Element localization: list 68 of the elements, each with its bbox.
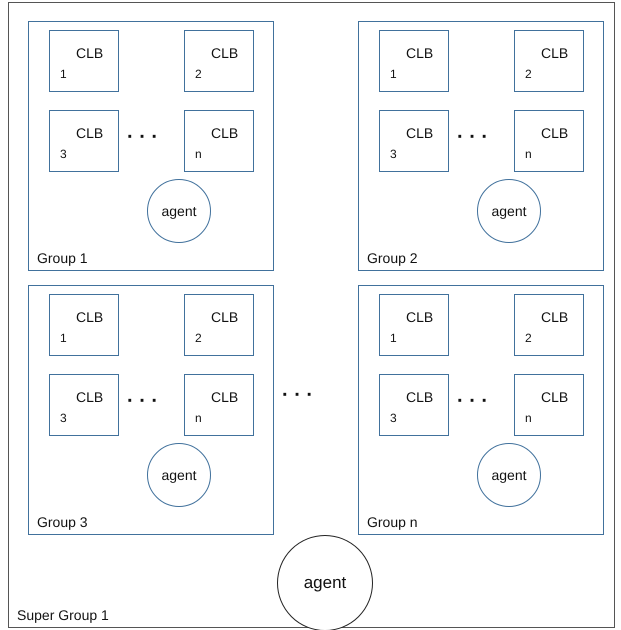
agent-label: agent xyxy=(491,203,527,219)
group-box xyxy=(28,21,274,271)
block-label: CLB xyxy=(541,309,568,325)
block-label: CLB xyxy=(211,309,238,325)
group-box xyxy=(358,21,604,271)
group-box xyxy=(28,285,274,535)
block-label: CLB xyxy=(541,389,568,405)
group-label: Group 2 xyxy=(367,250,418,266)
block-index: 1 xyxy=(390,67,397,81)
group-box xyxy=(358,285,604,535)
clb-box xyxy=(514,30,584,92)
clb-box xyxy=(184,294,254,356)
clb-box xyxy=(514,110,584,172)
block-index: 3 xyxy=(60,411,67,425)
agent-label: agent xyxy=(304,573,346,593)
block-label: CLB xyxy=(76,45,104,61)
block-index: 2 xyxy=(525,331,532,345)
group-label: Group n xyxy=(367,514,418,530)
clb-box xyxy=(514,294,584,356)
block-label: CLB xyxy=(541,125,568,141)
ellipsis: · · · xyxy=(127,126,158,149)
block-index: 1 xyxy=(390,331,397,345)
block-index: n xyxy=(195,147,202,161)
block-label: CLB xyxy=(211,125,238,141)
group-label: Group 1 xyxy=(37,250,88,266)
clb-box xyxy=(184,110,254,172)
block-label: CLB xyxy=(406,125,434,141)
clb-box xyxy=(379,374,449,436)
clb-box xyxy=(184,30,254,92)
agent-label: agent xyxy=(491,467,527,483)
block-index: 2 xyxy=(525,67,532,81)
block-index: n xyxy=(195,411,202,425)
block-label: CLB xyxy=(211,389,238,405)
block-index: 3 xyxy=(60,147,67,161)
block-label: CLB xyxy=(76,309,104,325)
clb-box xyxy=(184,374,254,436)
agent-label: agent xyxy=(161,203,197,219)
block-label: CLB xyxy=(76,125,104,141)
block-label: CLB xyxy=(406,389,434,405)
clb-box xyxy=(49,294,119,356)
clb-box xyxy=(49,110,119,172)
group-label: Super Group 1 xyxy=(17,607,109,623)
ellipsis: · · · xyxy=(457,126,488,149)
block-index: n xyxy=(525,147,532,161)
block-index: 2 xyxy=(195,67,202,81)
ellipsis: · · · xyxy=(457,390,488,413)
block-index: 2 xyxy=(195,331,202,345)
ellipsis: · · · xyxy=(282,384,314,407)
ellipsis: · · · xyxy=(127,390,158,413)
block-index: 3 xyxy=(390,411,397,425)
block-label: CLB xyxy=(406,309,434,325)
agent-label: agent xyxy=(161,467,197,483)
block-index: 3 xyxy=(390,147,397,161)
block-index: 1 xyxy=(60,67,67,81)
clb-box xyxy=(49,30,119,92)
block-label: CLB xyxy=(406,45,434,61)
super-group-box xyxy=(8,2,615,628)
block-label: CLB xyxy=(76,389,104,405)
clb-box xyxy=(514,374,584,436)
block-index: 1 xyxy=(60,331,67,345)
clb-box xyxy=(379,30,449,92)
clb-box xyxy=(379,110,449,172)
group-label: Group 3 xyxy=(37,514,88,530)
clb-box xyxy=(49,374,119,436)
block-label: CLB xyxy=(541,45,568,61)
block-label: CLB xyxy=(211,45,238,61)
clb-box xyxy=(379,294,449,356)
block-index: n xyxy=(525,411,532,425)
